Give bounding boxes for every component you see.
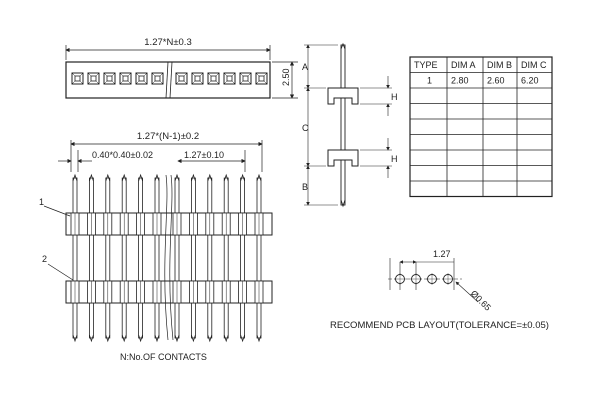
front-pin <box>223 173 229 343</box>
side-view: A C B H H <box>302 42 398 208</box>
pad-square <box>103 72 116 85</box>
housing-collar <box>70 280 80 304</box>
contacts-note: N:No.OF CONTACTS <box>120 352 207 362</box>
pcb-hole <box>394 273 406 285</box>
pcb-hole <box>426 273 438 285</box>
housing-collar <box>188 280 198 304</box>
pcb-hole <box>442 273 454 285</box>
pcb-holes <box>394 273 454 285</box>
housing-collar <box>119 212 129 236</box>
housing-pins <box>70 212 264 304</box>
pad-square <box>71 72 84 85</box>
pad-square <box>239 72 252 85</box>
housing-collar <box>205 212 215 236</box>
dim-a-label: A <box>302 62 308 72</box>
table-cell: 1 <box>427 76 432 86</box>
top-height-label: 2.50 <box>281 68 291 86</box>
top-pin-pads <box>71 72 268 85</box>
housing-collar <box>152 212 162 236</box>
table-header-cell: TYPE <box>414 60 438 70</box>
housing-collar <box>103 280 113 304</box>
pitch-label: 1.27±0.10 <box>184 150 224 160</box>
pcb-pitch-label: 1.27 <box>433 249 451 259</box>
housing-collar <box>136 212 146 236</box>
pad-square <box>87 72 100 85</box>
pcb-caption: RECOMMEND PCB LAYOUT(TOLERANCE=±0.05) <box>330 320 549 331</box>
housing-collar <box>87 212 96 236</box>
pad-square <box>255 72 268 85</box>
pcb-hole <box>410 273 422 285</box>
housing-collar <box>221 280 231 304</box>
top-width-label: 1.27*N±0.3 <box>144 37 191 48</box>
upper-housing <box>65 212 273 236</box>
side-pin <box>340 44 346 206</box>
pad-square <box>223 72 236 85</box>
housing-collar <box>87 280 96 304</box>
pad-square <box>175 72 188 85</box>
housing-collar <box>254 212 264 236</box>
table-header-cell: DIM C <box>521 60 547 70</box>
spec-table: TYPE DIM A DIM B DIM C 1 2.80 2.60 6.20 <box>409 56 553 198</box>
front-pin <box>174 173 180 343</box>
table-header-cell: DIM A <box>451 60 476 70</box>
housing-collar <box>254 280 264 304</box>
housing-collar <box>136 280 146 304</box>
pad-square <box>207 72 220 85</box>
front-pin <box>138 173 144 343</box>
housing-collar <box>221 212 231 236</box>
pcb-hole-label: Ø0.65 <box>469 288 493 312</box>
housing-collar <box>70 212 80 236</box>
housing-collar <box>238 212 248 236</box>
housing-collar <box>238 280 248 304</box>
front-pin <box>121 173 127 343</box>
dim-h-lower: H <box>391 154 398 164</box>
front-housings <box>65 212 273 304</box>
front-pin <box>190 173 196 343</box>
table-header-cell: DIM B <box>487 60 512 70</box>
lower-housing <box>65 280 273 304</box>
housing-collar <box>119 280 129 304</box>
dim-h-upper: H <box>391 92 398 102</box>
side-lower-housing <box>327 149 359 167</box>
front-pins <box>72 173 262 343</box>
pitch-total-label: 1.27*(N-1)±0.2 <box>137 131 199 142</box>
pad-square <box>151 72 164 85</box>
dim-b-label: B <box>302 182 308 192</box>
front-pin <box>72 173 78 343</box>
front-pin <box>256 173 262 343</box>
housing-collar <box>188 212 198 236</box>
callout-2: 2 <box>42 254 47 264</box>
pad-square <box>119 72 132 85</box>
front-pin <box>154 173 160 343</box>
dim-c-label: C <box>302 123 309 133</box>
pcb-layout: 1.27 Ø0.65 RECOMMEND PCB LAYOUT(TOLERANC… <box>330 249 549 331</box>
housing-collar <box>152 280 162 304</box>
pad-square <box>191 72 204 85</box>
table-cell: 6.20 <box>521 76 539 86</box>
side-upper-housing <box>327 87 359 105</box>
table-cell: 2.60 <box>487 76 505 86</box>
housing-collar <box>172 280 182 304</box>
front-pin <box>105 173 111 343</box>
front-pin <box>89 173 94 343</box>
housing-collar <box>103 212 113 236</box>
front-view: 1.27*(N-1)±0.2 0.40*0.40±0.02 1.27±0.10 … <box>39 131 273 362</box>
front-pin <box>240 173 246 343</box>
housing-collar <box>172 212 182 236</box>
pad-square <box>135 72 148 85</box>
callout-1: 1 <box>39 197 44 207</box>
table-cell: 2.80 <box>451 76 469 86</box>
housing-collar <box>205 280 215 304</box>
pin-size-label: 0.40*0.40±0.02 <box>92 150 153 160</box>
top-view: 1.27*N±0.3 2.50 <box>65 37 298 99</box>
front-pin <box>207 173 213 343</box>
